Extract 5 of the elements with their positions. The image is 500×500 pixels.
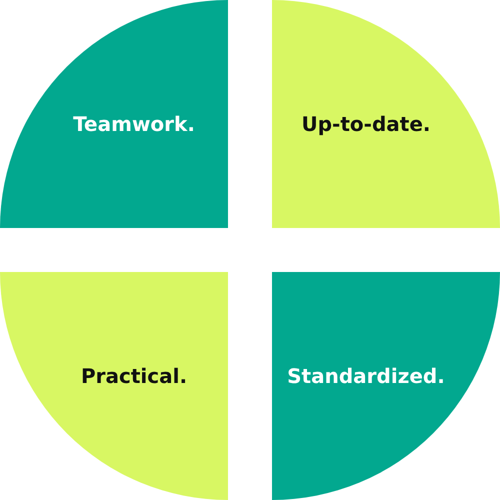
quarter-circle [0,0,228,228]
quadrant-label: Up-to-date. [302,112,430,136]
quadrant-label: Teamwork. [73,112,195,136]
quadrant-label: Standardized. [287,364,445,388]
quadrant-label: Practical. [80,364,188,388]
